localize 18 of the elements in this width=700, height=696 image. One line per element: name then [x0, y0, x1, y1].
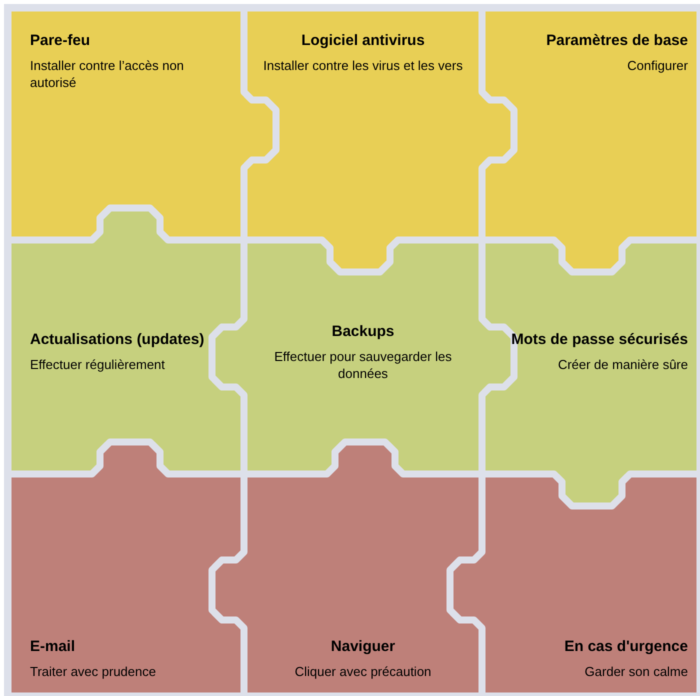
- piece-heading: En cas d'urgence: [564, 638, 688, 655]
- piece-heading: Backups: [332, 322, 394, 340]
- piece-description: Installer contre les virus et les vers: [263, 57, 463, 74]
- piece-description: Cliquer avec précaution: [294, 663, 432, 680]
- piece-description: Garder son calme: [584, 663, 688, 680]
- piece-description: Traiter avec prudence: [30, 663, 156, 680]
- piece-description: Effectuer pour sauvegarder les données: [273, 348, 453, 382]
- piece-heading: Mots de passe sécurisés: [511, 331, 688, 348]
- piece-description: Effectuer régulièrement: [30, 356, 165, 373]
- piece-heading: Paramètres de base: [546, 32, 688, 49]
- piece-description: Installer contre l’accès non autorisé: [30, 57, 185, 91]
- piece-heading: Pare-feu: [30, 32, 90, 49]
- piece-description: Configurer: [627, 57, 688, 74]
- piece-heading: Logiciel antivirus: [301, 32, 425, 49]
- piece-heading: Naviguer: [330, 638, 396, 655]
- piece-heading: Actualisations (updates): [30, 331, 204, 348]
- piece-heading: E-mail: [30, 638, 76, 655]
- piece-description: Créer de manière sûre: [558, 356, 688, 373]
